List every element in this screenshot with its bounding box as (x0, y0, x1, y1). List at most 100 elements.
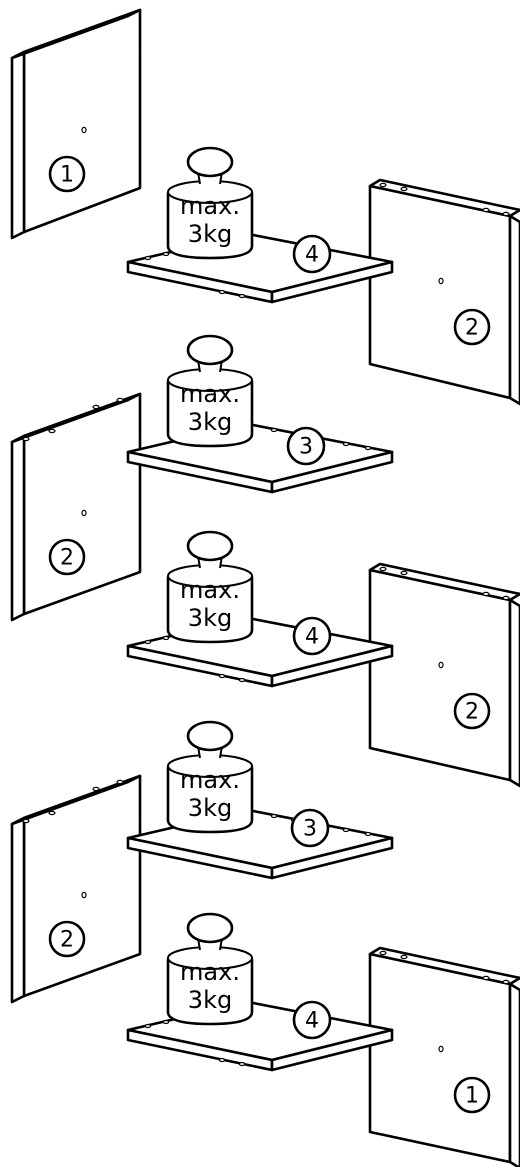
panel-face (22, 392, 142, 616)
part-label-p5-circle (48, 920, 86, 958)
weight-label-line2: 3kg (188, 408, 232, 436)
dowel-hole (502, 979, 510, 985)
right-panel-p4: 2 (368, 562, 520, 788)
right-panel-p2: 2 (368, 178, 520, 406)
weight-label-line2: 3kg (188, 604, 232, 632)
dowel-hole (144, 639, 152, 645)
dowel-hole (502, 211, 510, 217)
screw-hole (438, 661, 444, 669)
panel-edge (508, 214, 520, 406)
weight-label-line1: max. (180, 576, 240, 604)
part-label-s4-number: 3 (303, 817, 317, 842)
panel-face (22, 8, 142, 234)
shelf-side (270, 836, 394, 880)
part-label-p4: 2 (453, 692, 491, 730)
dowel-hole (379, 566, 387, 572)
part-label-s4-circle (290, 808, 330, 848)
part-label-p6: 1 (453, 1076, 491, 1114)
dowel-hole (482, 591, 490, 597)
dowel-hole (116, 779, 124, 785)
dowel-hole (238, 677, 246, 683)
shelf-side (270, 450, 394, 494)
part-label-s3-circle (292, 616, 332, 656)
dowel-hole (379, 182, 387, 188)
dowel-hole (342, 441, 350, 447)
dowel-hole (400, 570, 408, 576)
part-label-s1-number: 4 (305, 243, 319, 268)
dowel-hole (270, 427, 278, 433)
part-label-s2-circle (286, 426, 326, 466)
panel-face (368, 568, 512, 782)
screw-hole (438, 1045, 444, 1053)
weight-label-line2: 3kg (188, 794, 232, 822)
panel-edge (10, 434, 26, 622)
part-label-p1-circle (48, 155, 86, 193)
panel-top-edge (10, 392, 142, 444)
weight-label-line1: max. (180, 766, 240, 794)
part-label-s4: 3 (290, 808, 330, 848)
dowel-hole (270, 813, 278, 819)
shelf-side (270, 1028, 394, 1072)
left-panel-p3: 2 (10, 392, 142, 622)
dowel-hole (218, 289, 226, 295)
screw-hole (438, 277, 444, 285)
panel-edge (10, 50, 26, 240)
dowel-hole (502, 595, 510, 601)
panel-edge (10, 816, 26, 1004)
dowel-hole (162, 251, 170, 257)
weight-label-line2: 3kg (188, 220, 232, 248)
part-label-s1: 4 (292, 234, 332, 274)
part-label-p5: 2 (48, 920, 86, 958)
left-panel-p5: 2 (10, 774, 142, 1004)
panel-edge (508, 982, 520, 1167)
dowel-hole (22, 436, 30, 442)
part-label-p3: 2 (48, 538, 86, 576)
panel-edge (508, 598, 520, 788)
dowel-hole (218, 673, 226, 679)
part-label-p2-number: 2 (465, 316, 479, 341)
part-label-p5-number: 2 (60, 928, 74, 953)
part-label-s1-circle (292, 234, 332, 274)
dowel-hole (364, 445, 372, 451)
dowel-hole (342, 827, 350, 833)
part-label-s3-number: 4 (305, 625, 319, 650)
panel-top-edge (10, 8, 142, 60)
max-weight-icon-w3: max.3kg (166, 530, 254, 644)
part-label-p4-circle (453, 692, 491, 730)
weight-knob (186, 720, 234, 752)
weight-knob (186, 334, 234, 366)
part-label-s3: 4 (292, 616, 332, 656)
weight-label-line1: max. (180, 192, 240, 220)
shelf-side (270, 644, 394, 688)
dowel-hole (364, 831, 372, 837)
part-label-p1-number: 1 (60, 163, 74, 188)
part-label-s2-number: 3 (299, 435, 313, 460)
panel-top-edge (10, 774, 142, 826)
dowel-hole (482, 975, 490, 981)
panel-face (368, 184, 512, 400)
dowel-hole (48, 810, 56, 816)
weight-knob (186, 146, 234, 178)
left-panel-p1: 1 (10, 8, 142, 240)
weight-label-line1: max. (180, 380, 240, 408)
screw-hole (81, 891, 87, 899)
part-label-s2: 3 (286, 426, 326, 466)
dowel-hole (162, 635, 170, 641)
dowel-hole (400, 186, 408, 192)
max-weight-icon-w2: max.3kg (166, 334, 254, 448)
max-weight-icon-w4: max.3kg (166, 720, 254, 834)
dowel-hole (92, 786, 100, 792)
max-weight-icon-w1: max.3kg (166, 146, 254, 260)
weight-label-line2: 3kg (188, 986, 232, 1014)
part-label-p4-number: 2 (465, 700, 479, 725)
right-panel-p6: 1 (368, 946, 520, 1167)
dowel-hole (238, 293, 246, 299)
part-label-s5-circle (292, 1000, 332, 1040)
part-label-p1: 1 (48, 155, 86, 193)
dowel-hole (144, 255, 152, 261)
part-label-s5-number: 4 (305, 1009, 319, 1034)
max-weight-icon-w5: max.3kg (166, 912, 254, 1026)
part-label-p6-number: 1 (465, 1084, 479, 1109)
weight-label-line1: max. (180, 958, 240, 986)
